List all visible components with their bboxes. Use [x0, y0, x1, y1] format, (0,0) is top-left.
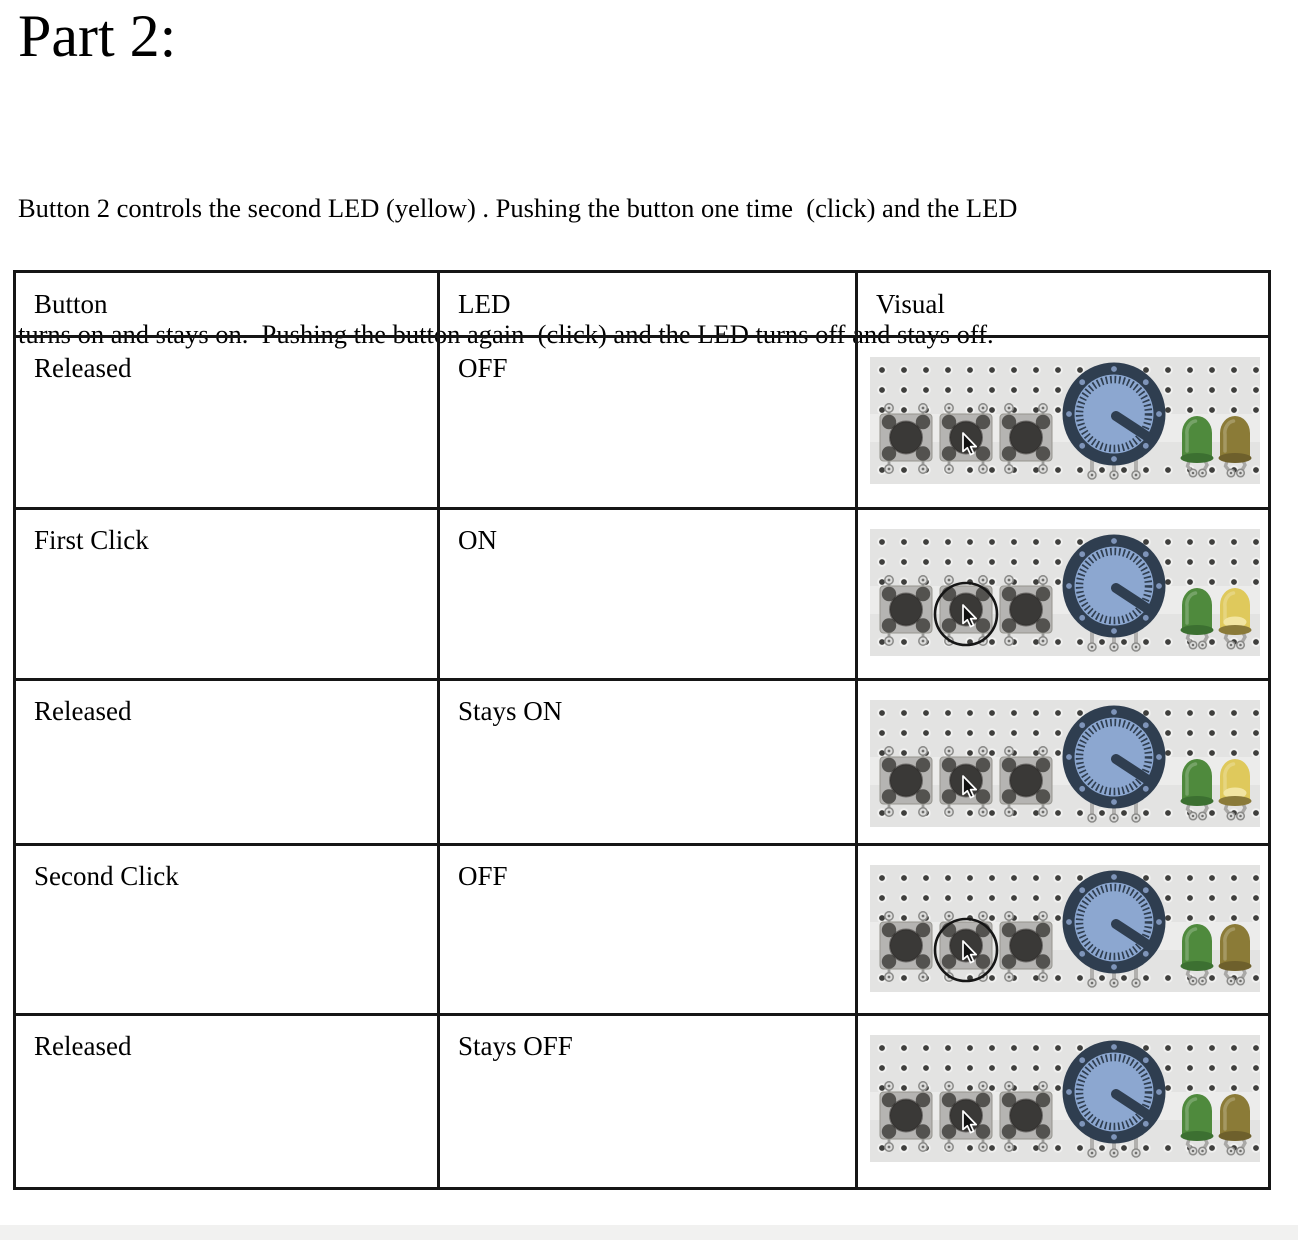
header-led: LED — [437, 270, 858, 338]
cell-visual — [855, 335, 1271, 510]
cell-led-state: Stays OFF — [437, 1013, 858, 1190]
cell-visual — [855, 843, 1271, 1016]
cell-button-state: Released — [13, 678, 440, 846]
breadboard-circuit-image — [870, 865, 1260, 992]
table-row: Released Stays ON — [13, 678, 1271, 846]
viewer-bottom-bar — [0, 1225, 1298, 1240]
header-button: Button — [13, 270, 440, 338]
breadboard-circuit-image — [870, 700, 1260, 827]
table-row: Released OFF — [13, 335, 1271, 510]
cell-button-state: First Click — [13, 507, 440, 681]
cell-button-state: Released — [13, 335, 440, 510]
cell-led-state: Stays ON — [437, 678, 858, 846]
cell-visual — [855, 1013, 1271, 1190]
breadboard-circuit-image — [870, 357, 1260, 484]
table-row: First Click ON — [13, 507, 1271, 681]
breadboard-circuit-image — [870, 1035, 1260, 1162]
table-row: Released Stays OFF — [13, 1013, 1271, 1190]
cell-button-state: Second Click — [13, 843, 440, 1016]
header-visual: Visual — [855, 270, 1271, 338]
cell-led-state: ON — [437, 507, 858, 681]
cell-button-state: Released — [13, 1013, 440, 1190]
intro-paragraph-line-1: Button 2 controls the second LED (yellow… — [18, 193, 1018, 223]
table-row: Second Click OFF — [13, 843, 1271, 1016]
page-title: Part 2: — [18, 3, 177, 69]
cell-led-state: OFF — [437, 843, 858, 1016]
cell-visual — [855, 507, 1271, 681]
cell-led-state: OFF — [437, 335, 858, 510]
header-row: Button LED Visual — [13, 270, 1271, 338]
breadboard-circuit-image — [870, 529, 1260, 656]
button-led-state-table: Button LED Visual Released OFF First Cli… — [13, 270, 1271, 1190]
cell-visual — [855, 678, 1271, 846]
